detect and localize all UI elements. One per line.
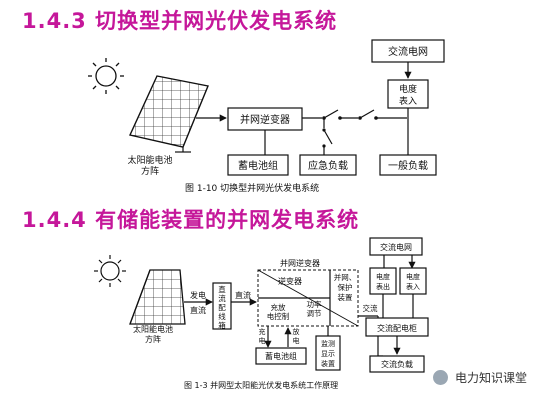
solar-array-label-s2: 太阳能电池 [133, 324, 173, 334]
monitor-display-box: 监测 显示 装置 [315, 335, 341, 371]
section-heading-storage-grid-pv: 1.4.4 有储能装置的并网发电系统 [22, 208, 360, 232]
solar-array-label-2: 方阵 [141, 165, 159, 177]
ac-cabinet-label: 交流配电柜 [377, 323, 417, 333]
watermark: 电力知识课堂 [433, 369, 527, 386]
sun-icon-2 [94, 255, 126, 287]
ac-distribution-cabinet-box: 交流配电柜 [365, 317, 429, 337]
solar-panel-icon-2 [129, 269, 186, 325]
switch-grid-icon [358, 109, 378, 120]
meter-out-1: 电度 [376, 272, 390, 281]
meter-out-box: 电度 表出 [369, 267, 397, 295]
wechat-logo-icon [433, 370, 449, 385]
dc-box-char-3: 配 [218, 303, 226, 312]
figure-caption-1: 图 1-10 切换型并网光伏发电系统 [185, 182, 319, 194]
watermark-text: 电力知识课堂 [454, 371, 527, 385]
meter-label: 电度 [399, 83, 417, 95]
battery-label: 蓄电池组 [238, 159, 278, 172]
diagram-storage-type: 太阳能电池 方阵 发电 直流 直 流 配 线 箱 直流 并网逆变器 逆变器 并网… [94, 237, 429, 390]
label-dc-mid: 直流 [235, 290, 251, 300]
grid-protect-2: 保护 [338, 282, 353, 292]
grid-inverter-group: 并网逆变器 逆变器 并网、 保护 装置 功率 调节 充放 电控制 [257, 258, 359, 327]
solar-array-label-s2-2: 方阵 [145, 334, 161, 344]
label-charge-1: 充 [259, 327, 266, 336]
solar-panel-icon [129, 75, 209, 153]
figure-caption-2: 图 1-3 并网型太阳能光伏发电系统工作原理 [184, 380, 338, 390]
grid-protect-1: 并网、 [334, 272, 357, 282]
dc-box-char-4: 线 [218, 311, 226, 321]
monitor-label-2: 显示 [321, 350, 335, 358]
emergency-load-box: 应急负载 [299, 154, 357, 176]
grid-inverter-box: 并网逆变器 [227, 107, 303, 131]
general-load-box: 一般负载 [379, 154, 437, 176]
switch-emergency-icon [322, 109, 342, 120]
dc-box-char-1: 直 [218, 284, 226, 294]
meter-in-2: 表入 [406, 282, 420, 291]
label-discharge-2: 电 [293, 336, 300, 345]
battery-box-2: 蓄电池组 [255, 347, 307, 365]
grid-protect-3: 装置 [338, 292, 353, 302]
charge-control-1: 充放 [271, 302, 286, 312]
general-load-label: 一般负载 [388, 159, 428, 172]
ac-load-label: 交流负载 [381, 359, 413, 369]
inverter-sub-label: 逆变器 [278, 276, 302, 286]
dc-box-char-5: 箱 [218, 320, 226, 330]
power-adjust-2: 调节 [307, 309, 322, 318]
switch-emergency-load-icon [322, 128, 333, 148]
ac-grid-label: 交流电网 [388, 45, 428, 58]
dc-distribution-box: 直 流 配 线 箱 [212, 282, 232, 330]
meter-in-1: 电度 [406, 272, 420, 281]
meter-in-box-2: 电度 表入 [399, 267, 427, 295]
sun-icon [88, 58, 124, 94]
meter-in-box: 电度 表入 [387, 79, 429, 109]
label-charge-2: 电 [259, 336, 266, 345]
charge-control-2: 电控制 [267, 311, 290, 321]
inverter-group-title: 并网逆变器 [280, 258, 320, 268]
label-ac: 交流 [363, 303, 378, 313]
diagram-switching-type: 太阳能电池 方阵 并网逆变器 蓄电池组 [88, 39, 445, 194]
ac-grid-box-2: 交流电网 [369, 237, 423, 256]
ac-grid-label-2: 交流电网 [380, 242, 412, 252]
section-heading-switching-grid-pv: 1.4.3 切换型并网光伏发电系统 [22, 9, 338, 33]
label-dc-in: 直流 [190, 305, 206, 315]
monitor-label-3: 装置 [321, 359, 335, 368]
ac-load-box: 交流负载 [369, 355, 425, 373]
battery-box: 蓄电池组 [227, 154, 289, 176]
monitor-label-1: 监测 [321, 339, 335, 348]
battery-label-2: 蓄电池组 [265, 351, 297, 361]
inverter-label: 并网逆变器 [240, 113, 290, 126]
emergency-load-label: 应急负载 [308, 159, 348, 172]
label-discharge-1: 放 [293, 327, 300, 336]
label-generation: 发电 [190, 290, 206, 300]
ac-grid-box: 交流电网 [371, 39, 445, 63]
meter-out-2: 表出 [376, 282, 390, 291]
solar-array-label: 太阳能电池 [127, 154, 172, 166]
power-adjust-1: 功率 [307, 299, 322, 309]
dc-box-char-2: 流 [218, 293, 226, 303]
meter-label-2: 表入 [399, 95, 417, 107]
